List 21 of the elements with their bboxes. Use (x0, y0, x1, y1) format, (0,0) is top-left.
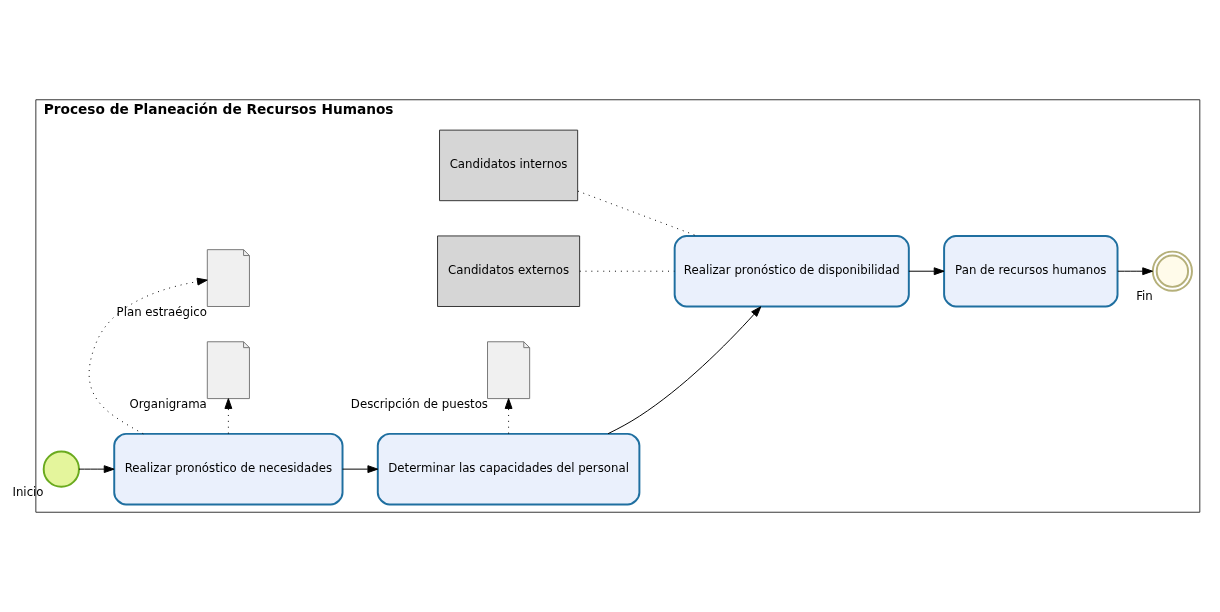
node-label: Descripción de puestos (350, 396, 488, 411)
arrow (1117, 267, 1154, 276)
node-box: Candidatos internos (439, 129, 579, 202)
arrow (908, 267, 945, 276)
connector (577, 190, 698, 237)
arrow (342, 465, 379, 474)
node-box: Realizar pronóstico de necesidades (113, 432, 344, 506)
node-circle (42, 450, 80, 488)
arrow (88, 277, 208, 435)
node-box: Realizar pronóstico de disponibilidad (673, 234, 910, 308)
arrow (607, 306, 762, 435)
node-box: Pan de recursos humanos (943, 234, 1119, 308)
node-label: Plan estraégico (116, 304, 207, 319)
node-label: Inicio (12, 485, 44, 500)
arrow (78, 465, 115, 474)
node-label: Organigrama (129, 396, 207, 411)
node-label: Fin (1136, 289, 1153, 304)
arrow (504, 398, 513, 435)
node-box: Candidatos externos (437, 235, 581, 307)
arrow (224, 398, 233, 435)
node-box: Determinar las capacidades del personal (376, 432, 641, 506)
